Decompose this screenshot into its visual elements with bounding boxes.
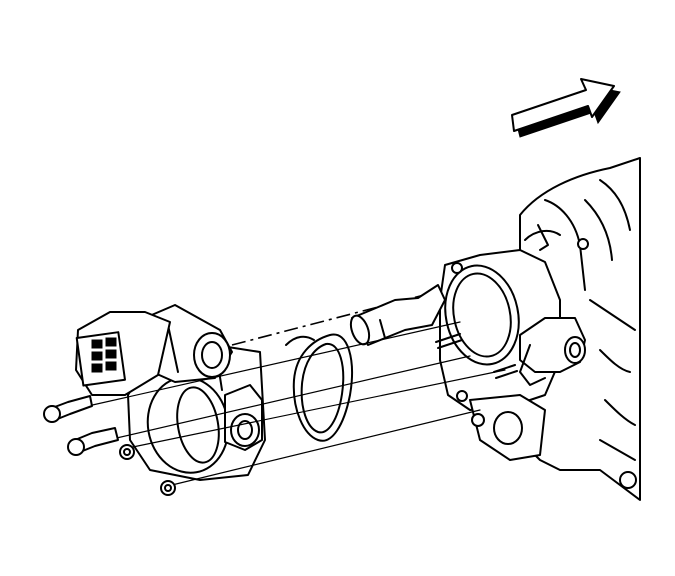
throttle-body-adapter [439, 249, 561, 461]
nut-upper [119, 369, 506, 460]
nut-lower [160, 409, 481, 496]
direction-arrow-icon [511, 78, 621, 138]
bolt-upper [43, 321, 461, 423]
throttle-body [127, 344, 266, 481]
gasket [285, 333, 353, 442]
alignment-centerline [231, 286, 456, 346]
stud-upper [435, 333, 463, 349]
manifold-sensor [519, 317, 586, 386]
stud-lower [493, 364, 518, 379]
electrical-connector [75, 311, 171, 396]
coolant-fitting [349, 284, 446, 346]
bolt-lower [67, 355, 471, 456]
